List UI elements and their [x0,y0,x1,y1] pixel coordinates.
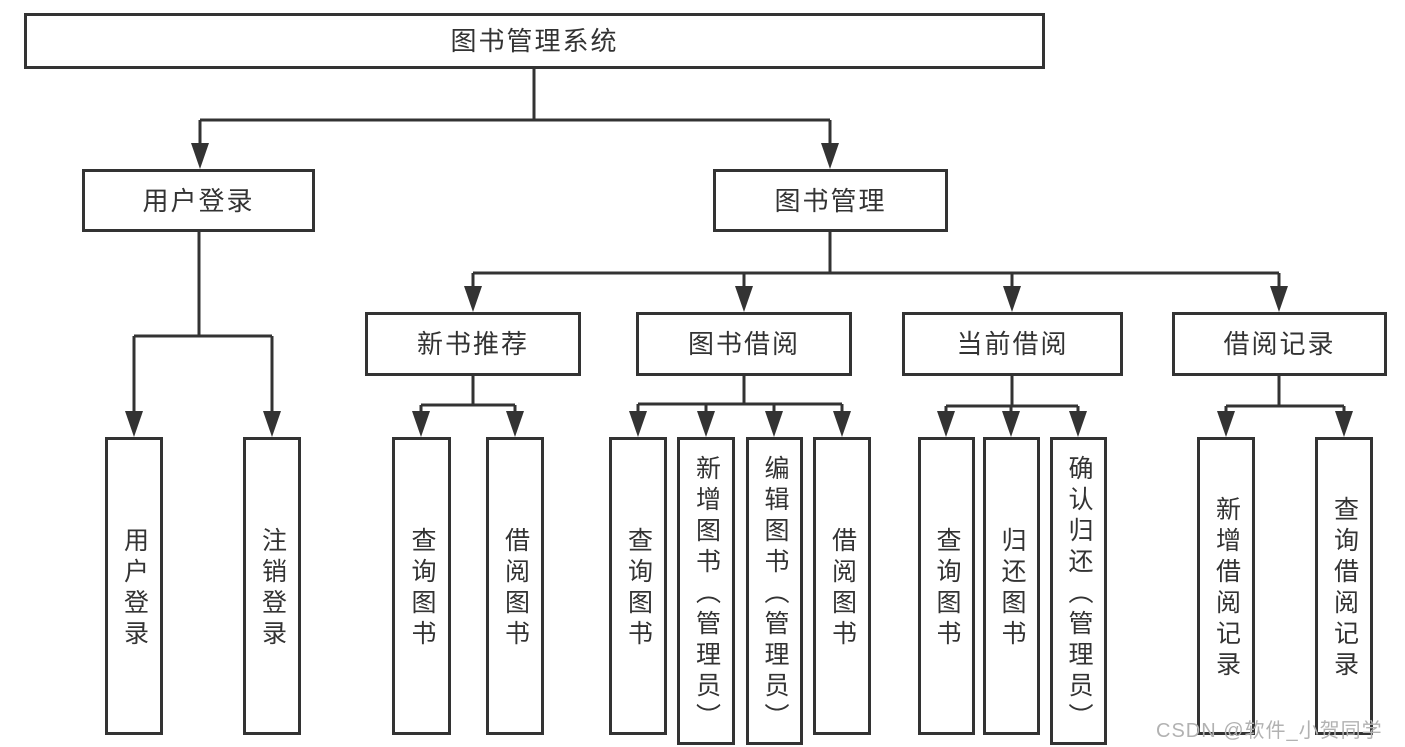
arrowhead [1270,286,1288,312]
arrowhead [765,411,783,437]
arrowhead [937,411,955,437]
leaf-edit-books-admin: 编辑图书（管理员） [746,437,803,745]
arrowhead [1335,411,1353,437]
arrowhead [263,411,281,437]
leaf-borrow-books: 借阅图书 [486,437,544,735]
leaf-query-books: 查询图书 [918,437,975,735]
node-book-borrowing: 图书借阅 [636,312,852,376]
leaf-add-borrowing-record: 新增借阅记录 [1197,437,1255,735]
node-new-book-recommendation: 新书推荐 [365,312,581,376]
arrowhead [506,411,524,437]
leaf-add-books-admin: 新增图书（管理员） [677,437,735,745]
node-borrowing-records: 借阅记录 [1172,312,1387,376]
arrowhead [833,411,851,437]
arrowhead [125,411,143,437]
leaf-confirm-return-admin: 确认归还（管理员） [1050,437,1107,745]
leaf-return-books: 归还图书 [983,437,1040,735]
leaf-user-login: 用户登录 [105,437,163,735]
leaf-borrow-books: 借阅图书 [813,437,871,735]
node-book-management: 图书管理 [713,169,948,232]
leaf-logout: 注销登录 [243,437,301,735]
arrowhead [412,411,430,437]
arrowhead [464,286,482,312]
leaf-query-books: 查询图书 [609,437,667,735]
leaf-query-borrowing-record: 查询借阅记录 [1315,437,1373,735]
arrowhead [191,143,209,169]
arrowhead [735,286,753,312]
watermark: CSDN @软件_小贺同学 [1156,720,1383,742]
arrowhead [1002,411,1020,437]
arrowhead [629,411,647,437]
node-user-login: 用户登录 [82,169,315,232]
arrowhead [821,143,839,169]
arrowhead [1217,411,1235,437]
arrowhead [697,411,715,437]
leaf-query-books: 查询图书 [392,437,451,735]
node-current-borrowing: 当前借阅 [902,312,1123,376]
arrowhead [1069,411,1087,437]
arrowhead [1003,286,1021,312]
node-library-management-system: 图书管理系统 [24,13,1045,69]
